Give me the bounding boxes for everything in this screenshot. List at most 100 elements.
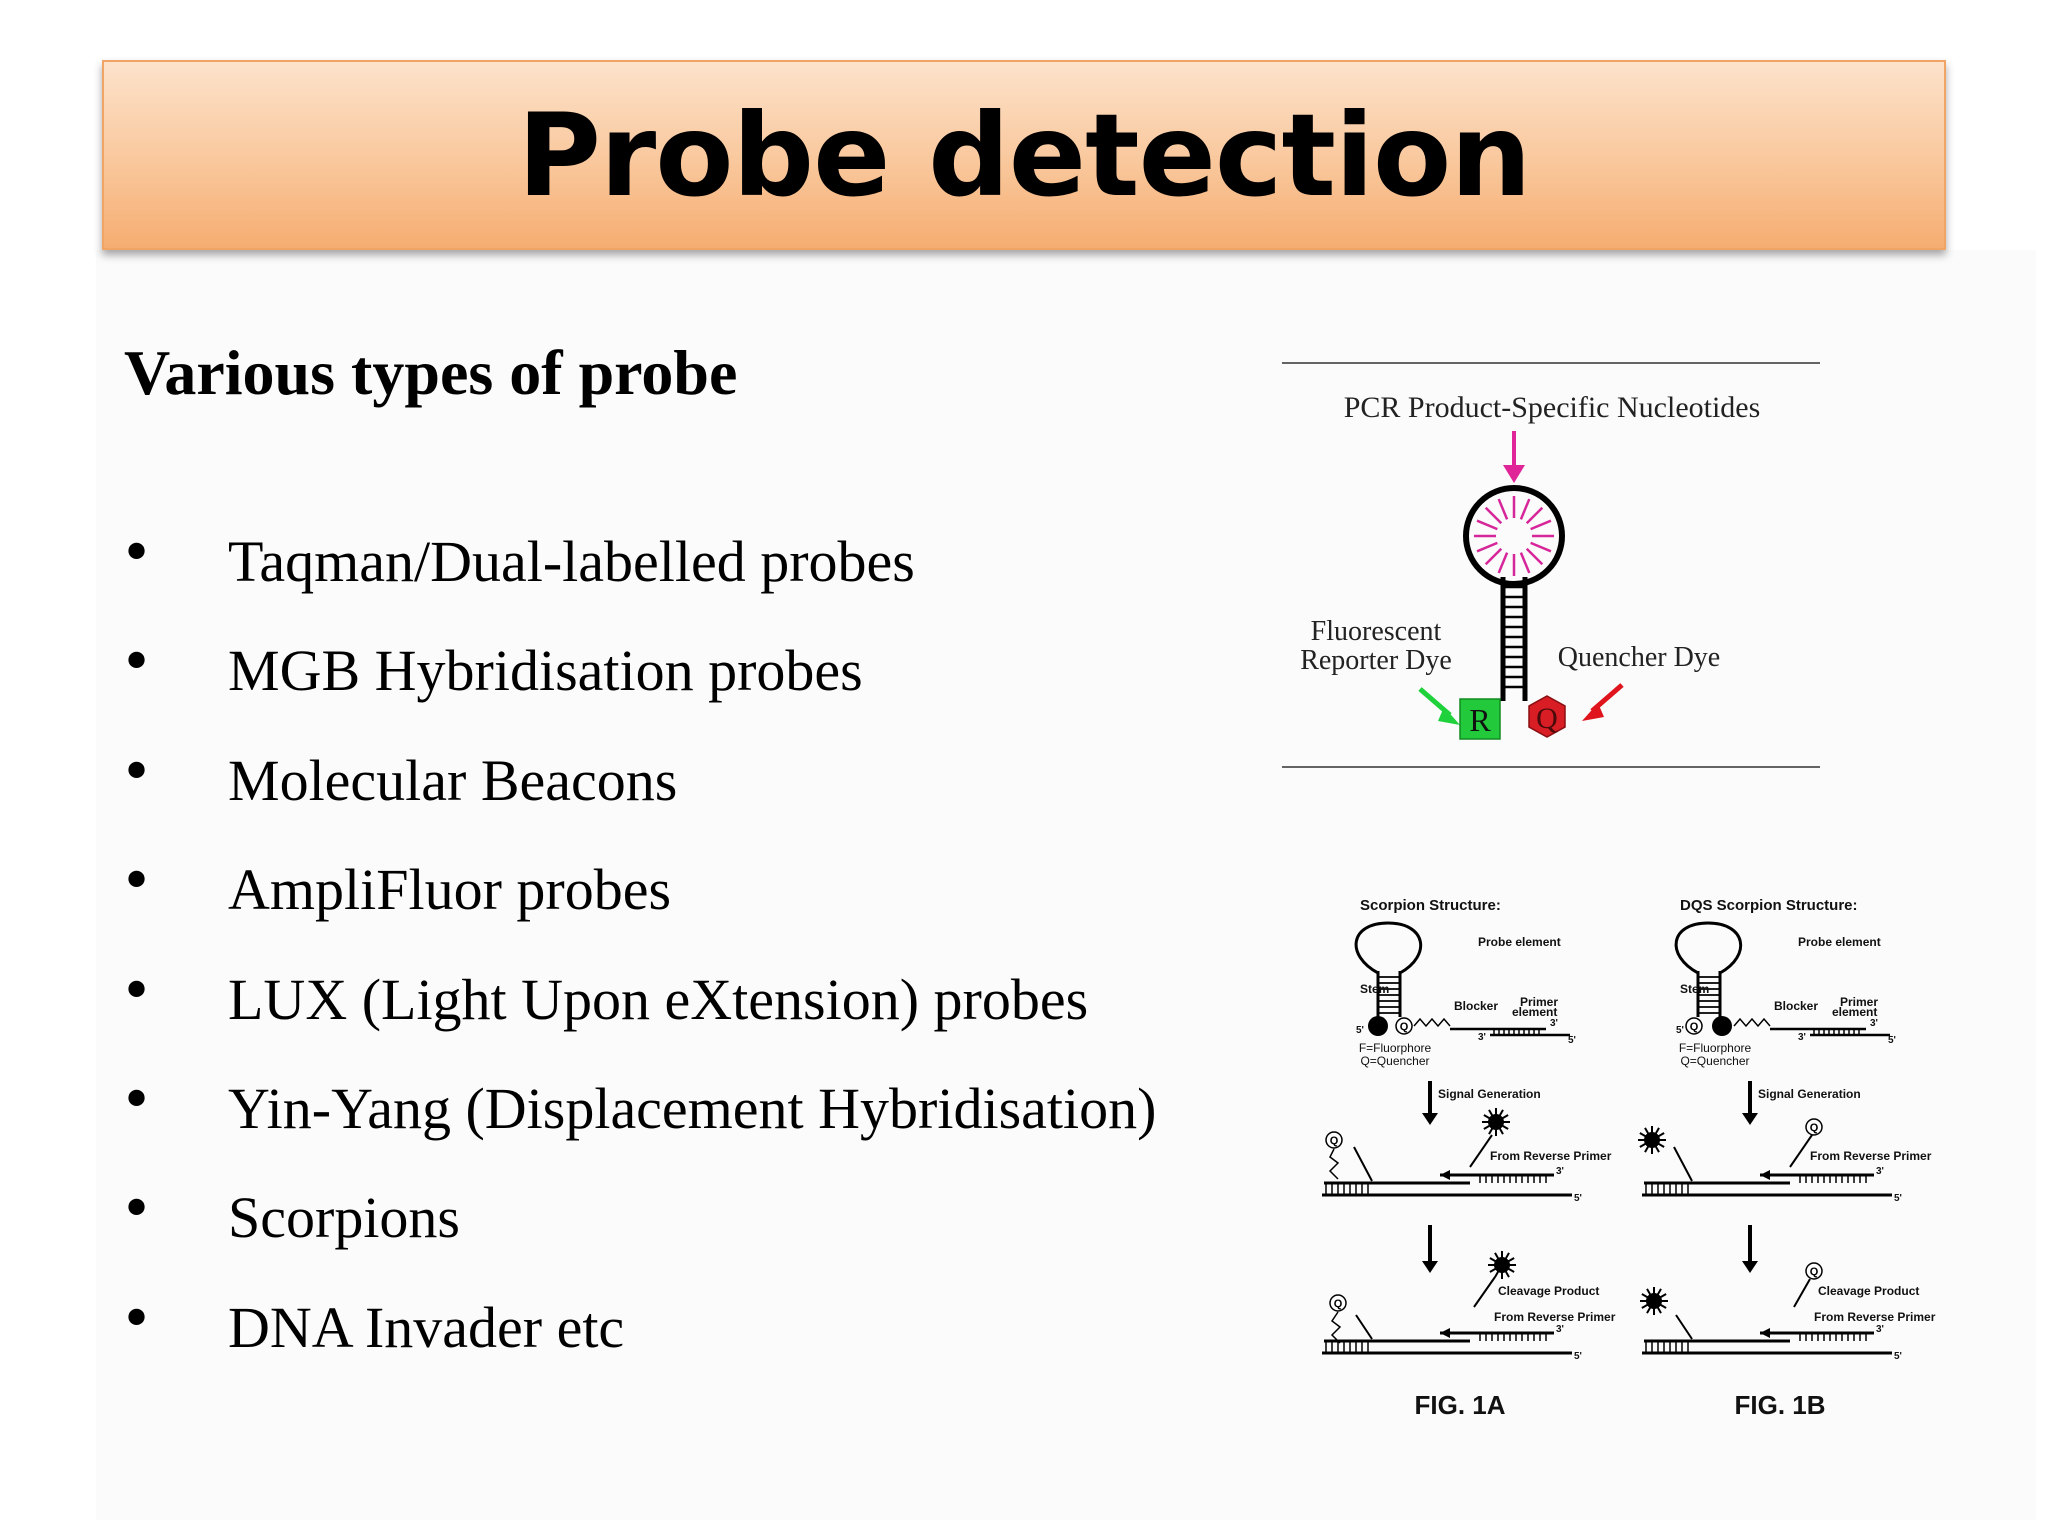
reporter-label-line1: Fluorescent (1311, 616, 1442, 647)
strand-ticks (1799, 1333, 1867, 1341)
end-5-label: 5' (1676, 1025, 1684, 1036)
panel-heading: Scorpion Structure: (1360, 897, 1501, 914)
q-letter: Q (1690, 1021, 1699, 1033)
fluorophore-glow-icon (1640, 1287, 1668, 1315)
bullet-icon: • (120, 521, 154, 586)
list-item-text: MGB Hybridisation probes (228, 638, 863, 704)
list-item-text: LUX (Light Upon eXtension) probes (228, 966, 1089, 1032)
list-item: • Scorpions (120, 1174, 1156, 1283)
bullet-icon: • (120, 1177, 154, 1243)
end-5-label: 5' (1568, 1035, 1576, 1046)
figure-caption: FIG. 1B (1734, 1390, 1825, 1420)
q-letter: Q (1400, 1021, 1409, 1033)
list-item-text: AmpliFluor probes (228, 857, 672, 923)
quencher-label: Quencher Dye (1558, 642, 1720, 673)
strand-ticks (1378, 976, 1400, 1014)
beacon-top-label: PCR Product-Specific Nucleotides (1344, 391, 1761, 424)
figure-caption: FIG. 1A (1414, 1390, 1505, 1420)
page-title: Probe detection (517, 88, 1531, 222)
primer-element-label-1: Primer (1840, 995, 1878, 1009)
bullet-icon: • (120, 1067, 154, 1133)
list-item: • LUX (Light Upon eXtension) probes (120, 956, 1156, 1065)
legend-quencher: Q=Quencher (1360, 1054, 1429, 1068)
primer-element-label-1: Primer (1520, 995, 1558, 1009)
blocker-label: Blocker (1454, 999, 1498, 1013)
stem-label: Stem (1360, 982, 1389, 996)
down-arrow-icon (1422, 1225, 1438, 1273)
list-item-text: DNA Invader etc (228, 1294, 625, 1360)
signal-generation-label: Signal Generation (1438, 1087, 1541, 1101)
quencher-icon: Q (1395, 1017, 1413, 1035)
cleavage-product-label: Cleavage Product (1818, 1284, 1919, 1298)
pink-arrow-icon (1503, 431, 1525, 483)
probe-type-list: •Taqman/Dual-labelled probes •MGB Hybrid… (120, 518, 1156, 1393)
bullet-icon: • (120, 739, 154, 805)
end-5-label: 5' (1888, 1035, 1896, 1046)
fluorophore-glow-icon (1638, 1126, 1666, 1154)
reporter-letter: R (1469, 702, 1491, 738)
red-arrow-icon (1582, 683, 1624, 721)
list-item-text: Yin-Yang (Displacement Hybridisation) (228, 1075, 1157, 1141)
strand-ticks (1698, 976, 1720, 1014)
cleavage-product-label: Cleavage Product (1498, 1284, 1599, 1298)
hairpin-stem-icon (1500, 577, 1528, 701)
probe-element-label: Probe element (1798, 935, 1881, 949)
blocker-icon (1733, 1017, 1771, 1028)
fluorophore-icon (1712, 1016, 1732, 1036)
bullet-icon: • (120, 630, 154, 696)
list-item-text: Molecular Beacons (228, 747, 678, 813)
list-item: • Yin-Yang (Displacement Hybridisation) (120, 1065, 1156, 1174)
scorpion-figure: Scorpion Structure: Probe elementStemBloc… (1322, 897, 1936, 1420)
end-5-label: 5' (1356, 1025, 1364, 1036)
signal-generation-label: Signal Generation (1758, 1087, 1861, 1101)
arrowhead-icon (1440, 1328, 1450, 1338)
end-3-label: 3' (1556, 1166, 1564, 1177)
primer-element-label-2: element (1512, 1005, 1557, 1019)
legend-fluorophore: F=Fluorphore (1359, 1041, 1432, 1055)
probe-loop-icon (1354, 921, 1423, 975)
blocker-label: Blocker (1774, 999, 1818, 1013)
quencher-icon: Q (1329, 1294, 1347, 1312)
arrowhead-icon (1760, 1170, 1770, 1180)
fluorophore-glow-icon (1488, 1251, 1516, 1279)
arrowhead-icon (1440, 1170, 1450, 1180)
slide-background (96, 250, 2036, 1520)
q-letter: Q (1334, 1298, 1343, 1310)
end-3-label: 3' (1478, 1032, 1486, 1043)
strand-ticks (1645, 1341, 1689, 1353)
primer-element-label-2: element (1832, 1005, 1877, 1019)
fluorophore-glow-icon (1482, 1108, 1510, 1136)
legend-fluorophore: F=Fluorphore (1679, 1041, 1752, 1055)
from-reverse-primer-label: From Reverse Primer (1814, 1310, 1936, 1324)
quencher-icon: Q (1325, 1131, 1343, 1149)
strand-ticks (1325, 1341, 1369, 1353)
quencher-dye-icon (1528, 695, 1566, 738)
list-item: • Molecular Beacons (120, 737, 1156, 846)
quencher-letter: Q (1536, 702, 1558, 735)
q-letter: Q (1810, 1266, 1819, 1278)
list-item: • AmpliFluor probes (120, 846, 1156, 955)
q-letter: Q (1810, 1122, 1819, 1134)
strand-ticks (1799, 1175, 1867, 1183)
down-arrow-icon (1422, 1081, 1438, 1125)
end-3-label: 3' (1876, 1166, 1884, 1177)
list-item-text: Scorpions (228, 1185, 460, 1251)
strand-ticks (1479, 1333, 1547, 1341)
bullet-icon: • (120, 1286, 154, 1352)
end-3-label: 3' (1876, 1324, 1884, 1335)
legend-quencher: Q=Quencher (1680, 1054, 1749, 1068)
green-arrow-icon (1418, 687, 1460, 725)
end-5-label: 5' (1574, 1351, 1582, 1362)
from-reverse-primer-label: From Reverse Primer (1490, 1149, 1612, 1163)
bullet-icon: • (120, 849, 154, 915)
quencher-icon: Q (1805, 1262, 1823, 1280)
probe-loop-icon (1674, 921, 1743, 975)
bullet-icon: • (120, 958, 154, 1024)
end-5-label: 5' (1894, 1193, 1902, 1204)
title-banner: Probe detection (102, 60, 1946, 250)
reporter-label-line2: Reporter Dye (1300, 645, 1452, 676)
molecular-beacon-figure: PCR Product-Specific Nucleotides Fluores… (1282, 362, 1820, 768)
end-5-label: 5' (1574, 1193, 1582, 1204)
end-3-label: 3' (1556, 1324, 1564, 1335)
from-reverse-primer-label: From Reverse Primer (1494, 1310, 1616, 1324)
